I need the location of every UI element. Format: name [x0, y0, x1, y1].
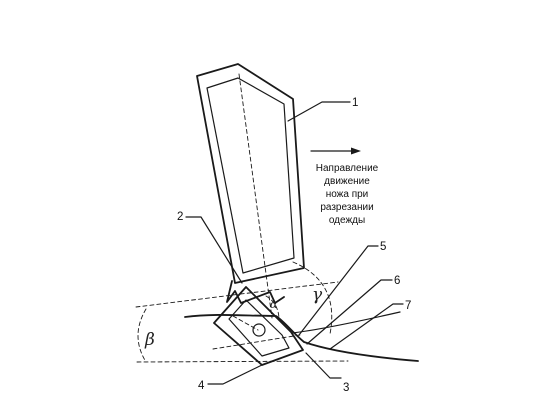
direction-note-line-1: Направление — [316, 163, 379, 174]
direction-note-line-5: одежды — [329, 215, 365, 226]
callout-labels: 1 2 3 4 5 6 7 — [177, 97, 411, 394]
angle-arcs — [137, 261, 333, 363]
fabric-layer — [184, 311, 419, 362]
knife-holder — [196, 63, 305, 284]
callout-7: 7 — [405, 300, 411, 312]
blade-connector — [226, 280, 285, 304]
callout-5: 5 — [380, 241, 386, 253]
blade-assembly — [213, 286, 304, 366]
holder-axis — [238, 73, 273, 319]
callout-6: 6 — [394, 275, 400, 287]
callout-3: 3 — [343, 382, 349, 394]
direction-note-line-3: ножа при — [326, 189, 369, 200]
angle-gamma: γ — [312, 285, 323, 305]
angle-symbols: γ β α — [144, 285, 323, 350]
angle-alpha: α — [270, 298, 278, 311]
direction-note: Направление движение ножа при разрезании… — [316, 163, 379, 226]
angle-beta: β — [144, 330, 155, 350]
direction-note-line-4: разрезании — [320, 202, 373, 213]
direction-arrow — [310, 147, 361, 155]
callout-4: 4 — [198, 380, 205, 392]
callout-2: 2 — [177, 211, 183, 223]
callout-1: 1 — [352, 97, 358, 109]
leader-lines — [185, 101, 404, 385]
blade-screw — [252, 323, 266, 337]
direction-note-line-2: движение — [324, 176, 370, 187]
